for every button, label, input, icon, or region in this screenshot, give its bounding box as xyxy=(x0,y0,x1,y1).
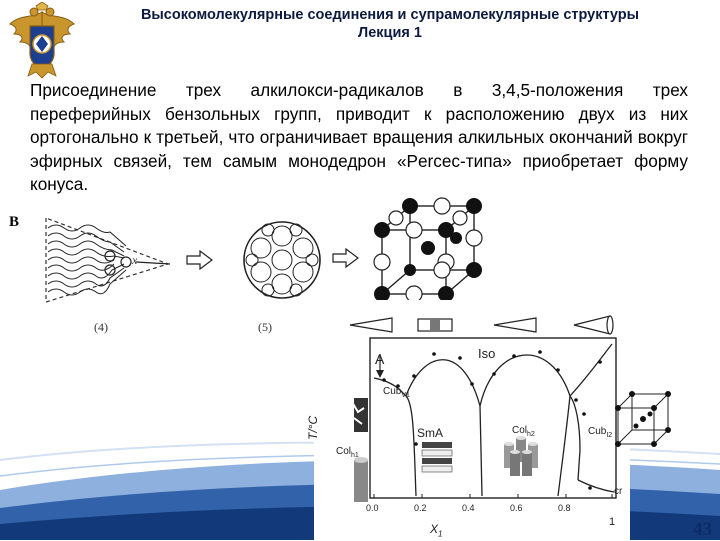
x-tick-label: 0.4 xyxy=(462,503,475,513)
x-tick-label: 0.8 xyxy=(558,503,571,513)
slide-title: Высокомолекулярные соединения и супрамол… xyxy=(140,7,640,23)
caption-4: (4) xyxy=(94,320,108,334)
y-axis-label: T/°C xyxy=(306,415,320,440)
caption-5: (5) xyxy=(258,320,272,334)
col-h1-cylinders xyxy=(354,457,368,502)
col-h1-label: Colh1 xyxy=(336,446,359,459)
funnel-shape-icon xyxy=(573,315,611,335)
figure-panel-label: B xyxy=(9,214,20,230)
cubic-lattice-figure xyxy=(373,197,483,300)
cub-i2-label: CubI2 xyxy=(588,426,613,439)
body-paragraph: Присоединение трех алкилокси-радикалов в… xyxy=(30,80,688,194)
arrow-right-icon xyxy=(332,248,359,268)
sphere-packing-figure xyxy=(243,221,321,299)
disc-core-icon xyxy=(430,319,440,331)
cone-dendron-figure xyxy=(45,217,171,303)
cub-v1-inset xyxy=(354,398,368,432)
sma-label: SmA xyxy=(417,426,444,440)
x-tick-label: 0.0 xyxy=(366,503,379,513)
phase-diagram-plot xyxy=(354,337,617,502)
iso-label: Iso xyxy=(478,346,496,361)
col-h2-cylinders xyxy=(504,436,538,476)
cone-shape-icon xyxy=(349,317,393,333)
col-h2-label: Colh2 xyxy=(512,425,535,438)
cub-v1-label: CubV1 xyxy=(383,386,410,399)
marker-a-label: A xyxy=(375,351,385,367)
page-number: 43 xyxy=(693,519,712,540)
x-axis-label: X1 xyxy=(430,522,443,539)
wedge-shape-icon xyxy=(493,317,537,333)
cone-axis-label: x xyxy=(132,253,138,267)
x-tick-label: 1 xyxy=(609,516,616,528)
emblem-logo xyxy=(9,2,75,79)
cr-label: cr xyxy=(614,486,623,497)
slide-header: Высокомолекулярные соединения и супрамол… xyxy=(70,6,710,42)
slide-subtitle: Лекция 1 xyxy=(358,25,422,41)
sma-layers-icon xyxy=(421,442,453,473)
molecular-shape-icons xyxy=(349,315,614,335)
x-tick-label: 0.2 xyxy=(414,503,427,513)
cub-i2-lattice-inset xyxy=(615,391,671,447)
x-tick-label: 0.6 xyxy=(510,503,523,513)
arrow-right-icon xyxy=(186,250,213,270)
